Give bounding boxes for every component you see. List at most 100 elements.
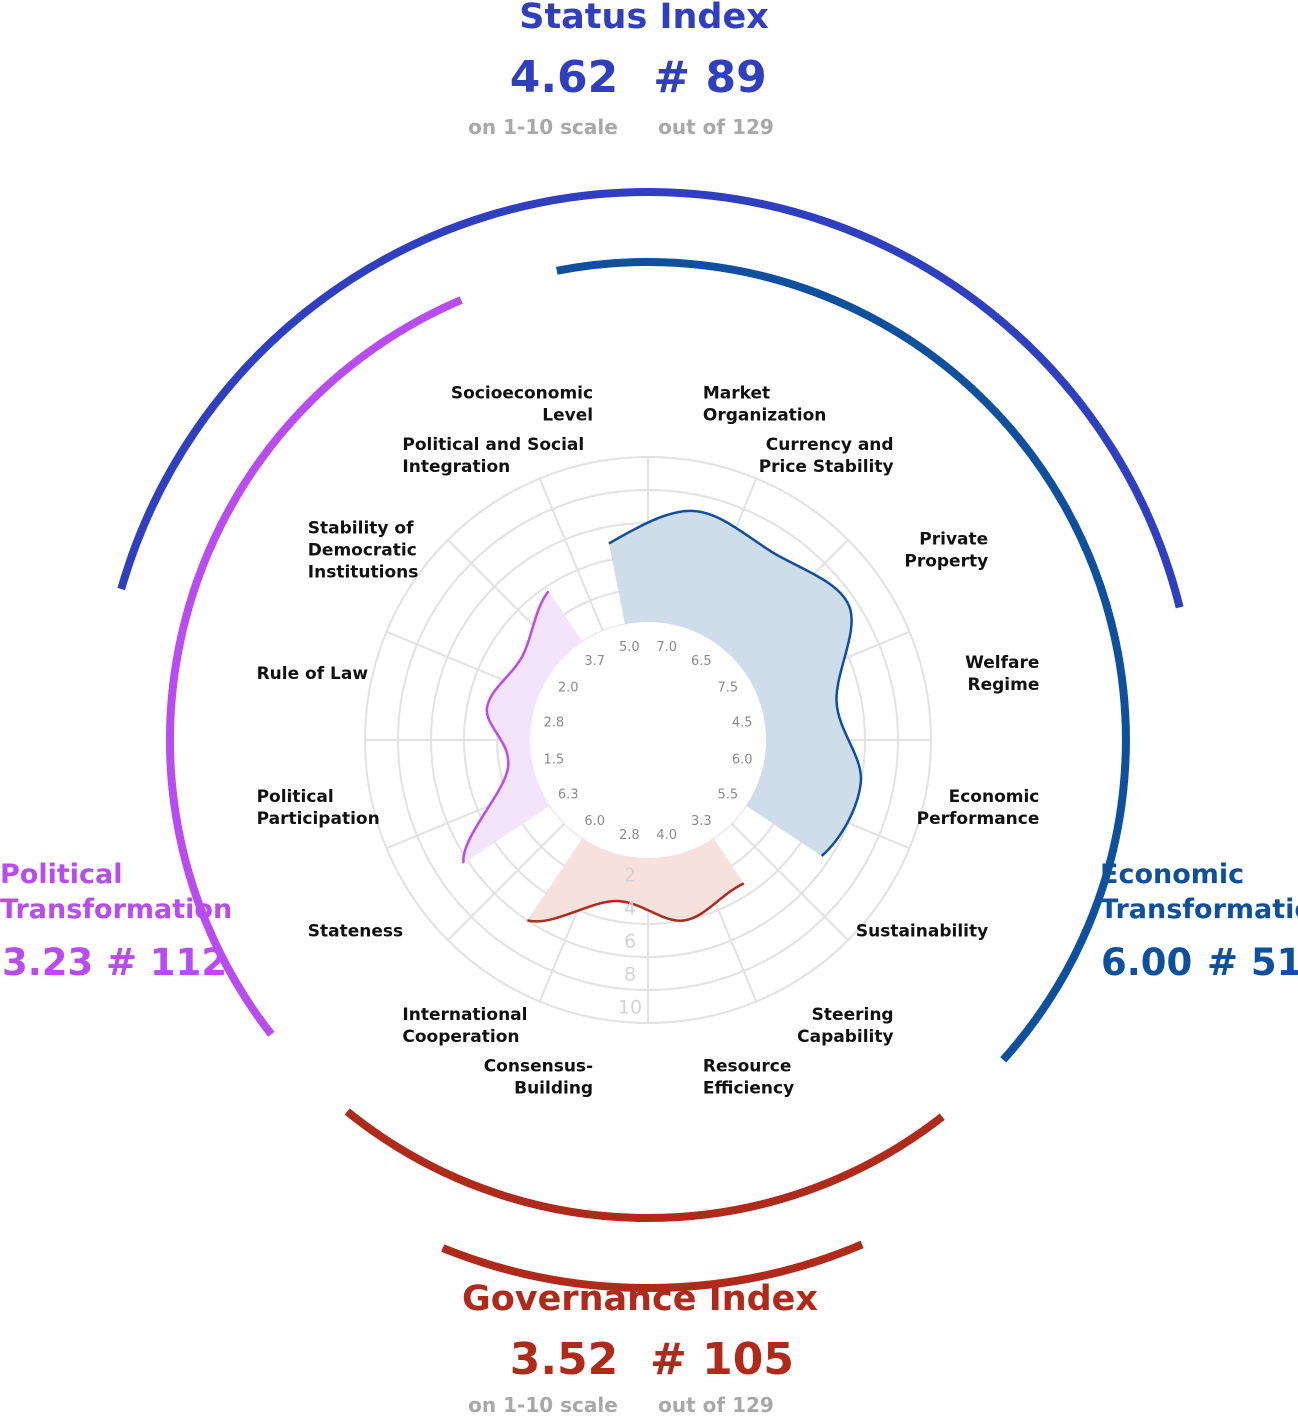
dimension-label-line: Consensus-: [484, 1056, 593, 1076]
value-label: 3.7: [584, 654, 605, 669]
governance-area: [527, 838, 744, 922]
dimension-label-line: Resource: [703, 1056, 792, 1076]
value-label: 6.3: [558, 787, 579, 802]
dimension-label-line: Participation: [257, 809, 380, 829]
inner-circle: [530, 622, 766, 858]
political-transformation-arc: [165, 296, 463, 1037]
value-label: 2.0: [558, 681, 579, 696]
dimension-label-line: Cooperation: [402, 1027, 519, 1047]
dimension-label-line: Building: [514, 1078, 593, 1098]
political-transformation-title-line-1: Political: [0, 859, 123, 890]
political-transformation-rank: # 112: [106, 941, 227, 984]
economic-transformation-arc: [556, 258, 1130, 1063]
dimension-label-line: Economic: [949, 787, 1040, 807]
value-label: 7.0: [656, 640, 677, 655]
value-label: 6.0: [584, 814, 605, 829]
value-labels: 7.06.57.54.56.05.53.34.02.86.06.31.52.82…: [543, 640, 752, 843]
value-label: 5.5: [717, 787, 738, 802]
value-label: 6.5: [691, 654, 712, 669]
dimension-label-line: Currency and: [766, 435, 894, 455]
dimension-label-line: Organization: [703, 406, 827, 426]
status-index-rank-note: out of 129: [658, 115, 774, 139]
value-label: 7.5: [717, 681, 738, 696]
dimension-label-line: Price Stability: [759, 457, 894, 477]
dimension-label: Rule of Law: [257, 664, 369, 684]
governance-outline: [527, 882, 745, 923]
dimension-label-line: Socioeconomic: [451, 384, 593, 404]
governance-index-title: Governance Index: [462, 1279, 818, 1319]
value-label: 4.0: [656, 828, 677, 843]
dimension-label-line: Rule of Law: [257, 664, 369, 684]
governance-outer-arc: [441, 1240, 864, 1292]
dimension-label-line: Performance: [917, 809, 1040, 829]
radar-areas: [462, 509, 863, 923]
political-transformation-title-line-2: Transformation: [0, 894, 232, 925]
governance-index-score: 3.52: [510, 1334, 619, 1385]
dimension-label: Sustainability: [856, 922, 988, 942]
dimension-label-line: Institutions: [308, 562, 419, 582]
dimension-label-line: Political and Social: [402, 435, 584, 455]
status-index-score: 4.62: [510, 52, 619, 103]
economic-transformation-title-line-1: Economic: [1100, 859, 1244, 890]
political-outline: [462, 590, 550, 864]
dimension-label-line: International: [402, 1005, 527, 1025]
dimension-label-line: Efficiency: [703, 1078, 794, 1098]
dimension-label-line: Regime: [968, 675, 1040, 695]
governance-index-rank: # 105: [650, 1334, 794, 1385]
dimension-label-line: Level: [542, 406, 593, 426]
grid-spoke: [730, 822, 849, 941]
scale-tick-label: 10: [618, 997, 642, 1019]
value-label: 4.5: [732, 715, 753, 730]
political-transformation-score: 3.23: [2, 941, 93, 984]
scale-tick-label: 6: [624, 931, 636, 953]
status-index-arc: [117, 188, 1184, 609]
dimension-label-line: Stability of: [308, 518, 414, 538]
value-label: 6.0: [732, 753, 753, 768]
dimension-label-line: Welfare: [965, 653, 1039, 673]
status-index-rank: # 89: [653, 52, 766, 103]
value-label: 5.0: [619, 640, 640, 655]
dimension-label: Stateness: [308, 922, 403, 942]
economic-transformation-score: 6.00: [1101, 941, 1192, 984]
outer-arcs: [117, 188, 1184, 1292]
economic-transformation-rank: # 51: [1207, 941, 1298, 984]
dimension-label-line: Market: [703, 384, 770, 404]
dimension-label-line: Capability: [797, 1027, 893, 1047]
grid-spoke: [538, 478, 604, 632]
dimension-label-line: Integration: [402, 457, 510, 477]
governance-index-rank-note: out of 129: [658, 1393, 774, 1417]
value-label: 2.8: [543, 715, 564, 730]
value-label: 3.3: [691, 814, 712, 829]
political-area: [463, 591, 583, 864]
governance-index-score-note: on 1-10 scale: [468, 1393, 618, 1417]
scale-tick-label: 2: [624, 865, 636, 887]
status-index-score-note: on 1-10 scale: [468, 115, 618, 139]
value-label: 1.5: [543, 753, 564, 768]
dimension-label-line: Political: [257, 787, 334, 807]
economic-transformation-block: Economic Transformation 6.00 # 51: [1100, 859, 1298, 984]
dimension-label-line: Private: [919, 529, 988, 549]
economic-outline: [608, 509, 863, 857]
dimension-label-line: Democratic: [308, 540, 417, 560]
dimension-label: Consensus-Building: [484, 1056, 593, 1098]
dimension-label-line: Steering: [812, 1005, 894, 1025]
governance-index-block: Governance Index 3.52 # 105 on 1-10 scal…: [462, 1279, 818, 1417]
dimension-label-line: Sustainability: [856, 922, 988, 942]
governance-inner-arc: [344, 1108, 945, 1223]
dimension-label-line: Stateness: [308, 922, 403, 942]
grid-spoke: [447, 822, 566, 941]
status-index-title: Status Index: [519, 0, 769, 37]
scale-tick-label: 4: [624, 898, 636, 920]
